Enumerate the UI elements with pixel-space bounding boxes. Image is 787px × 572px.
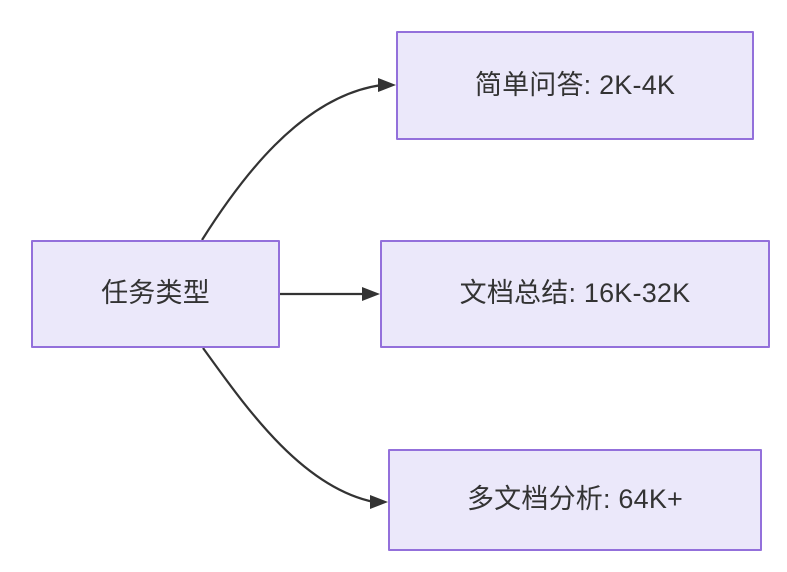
edge-source-simple-qa-path [201,83,383,241]
node-task-type[interactable]: 任务类型 [31,240,280,348]
edge-source-multi-doc-path [202,347,375,504]
node-simple-qa[interactable]: 简单问答: 2K-4K [396,31,754,140]
node-task-type-label: 任务类型 [101,278,210,309]
node-doc-summary-label: 文档总结: 16K-32K [459,278,691,309]
node-multi-doc[interactable]: 多文档分析: 64K+ [388,449,762,551]
node-doc-summary[interactable]: 文档总结: 16K-32K [380,240,770,348]
edge-source-doc-summary [280,287,380,301]
edge-source-doc-summary-arrowhead [362,287,380,301]
edge-source-simple-qa-arrowhead [378,78,396,92]
node-multi-doc-label: 多文档分析: 64K+ [466,484,683,515]
edge-source-simple-qa [201,78,396,241]
edge-source-multi-doc-arrowhead [370,495,388,509]
edge-source-multi-doc [202,347,388,509]
node-simple-qa-label: 简单问答: 2K-4K [474,69,676,100]
